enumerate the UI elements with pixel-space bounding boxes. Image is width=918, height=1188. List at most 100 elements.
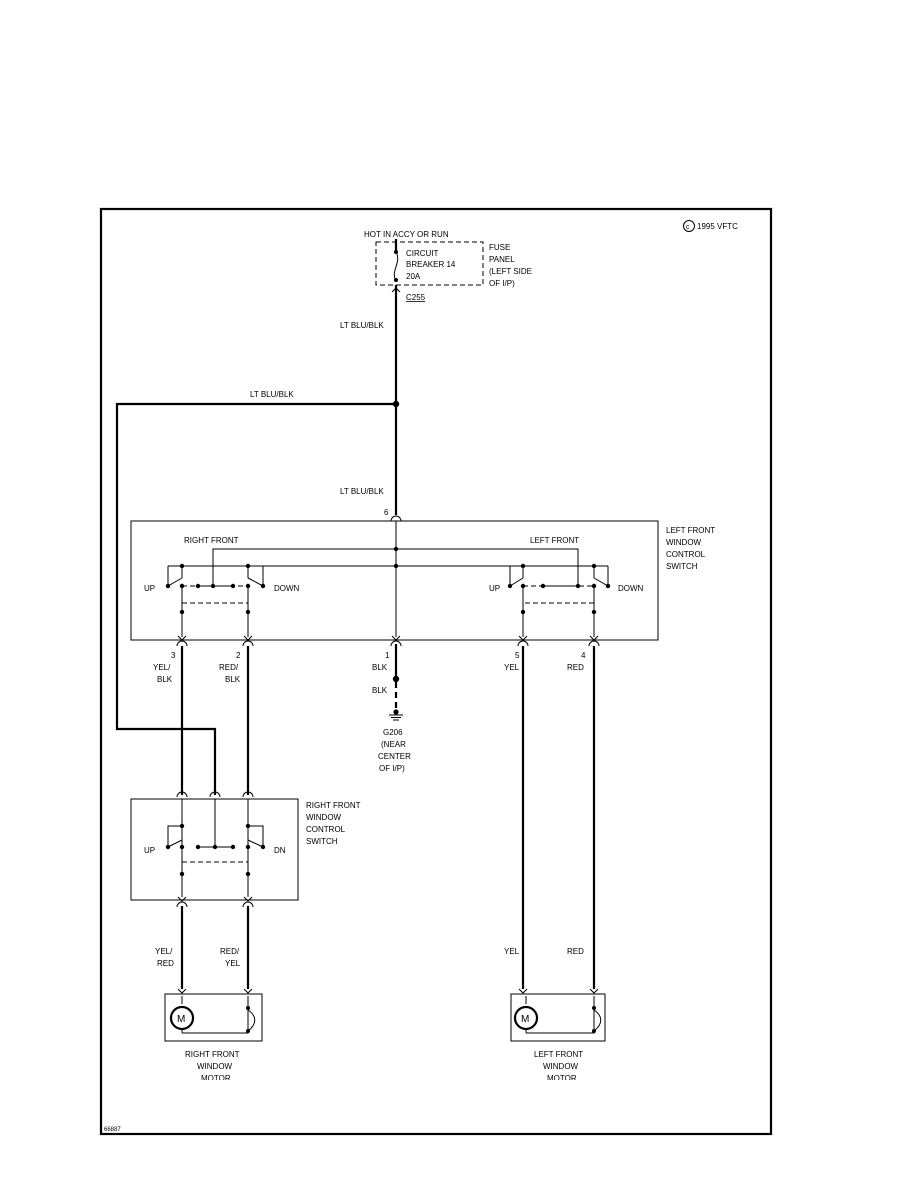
rf-switch-down-label: DN bbox=[274, 846, 286, 855]
connector-arcs bbox=[176, 635, 600, 994]
switch-contact-dot bbox=[245, 563, 251, 569]
ground-splice-dot bbox=[392, 675, 400, 683]
connector-bottom-icon bbox=[243, 896, 253, 902]
rf-switch-contacts bbox=[165, 823, 266, 877]
switch-contact-dot bbox=[230, 583, 236, 589]
switch-contact-dot bbox=[591, 609, 597, 615]
switch-contact-dot bbox=[212, 844, 218, 850]
connector-bottom-icon bbox=[518, 988, 528, 994]
copyright-symbol-icon: c bbox=[686, 224, 690, 231]
lf-motor-wire2-color: RED bbox=[567, 947, 584, 956]
pin-1-color: BLK bbox=[372, 663, 388, 672]
switch-contact-dot bbox=[605, 583, 611, 589]
lf-switch-title-4: SWITCH bbox=[666, 562, 698, 571]
rf-motor-label-2: WINDOW bbox=[197, 1062, 233, 1071]
copyright-mark: c 1995 VFTC bbox=[683, 220, 738, 232]
lf-motor-wire1-color: YEL bbox=[504, 947, 520, 956]
rf-switch-title-3: CONTROL bbox=[306, 825, 346, 834]
rf-switch-title-4: SWITCH bbox=[306, 837, 338, 846]
connector-arc-icon bbox=[242, 640, 254, 647]
rf-motor-wire2-color-2: YEL bbox=[225, 959, 241, 968]
lf-switch-box bbox=[130, 520, 659, 641]
breaker-name-2: BREAKER 14 bbox=[406, 260, 456, 269]
pin-3-color-2: BLK bbox=[157, 675, 173, 684]
lf-switch-rf-up-label: UP bbox=[144, 584, 155, 593]
connector-arc-icon bbox=[242, 791, 254, 798]
lf-window-motor: M bbox=[510, 993, 606, 1042]
pin-2-color-1: RED/ bbox=[219, 663, 239, 672]
switch-contact-dot bbox=[245, 871, 251, 877]
connector-arc-icon bbox=[176, 791, 188, 798]
switch-contact-dot bbox=[520, 583, 526, 589]
switch-contact-dot bbox=[540, 583, 546, 589]
pin-1-label: 1 bbox=[385, 651, 390, 660]
switch-contact-dot bbox=[507, 583, 513, 589]
pin-6-label: 6 bbox=[384, 508, 389, 517]
ground-id: G206 bbox=[383, 728, 403, 737]
switch-contact-dot bbox=[260, 583, 266, 589]
feed-wire-label-2: LT BLU/BLK bbox=[340, 487, 384, 496]
feed-wire-label-1: LT BLU/BLK bbox=[340, 321, 384, 330]
pin-6-connector-icon bbox=[390, 515, 402, 522]
lf-motor-label-3: MOTOR bbox=[547, 1074, 577, 1083]
pin-2-color-2: BLK bbox=[225, 675, 241, 684]
lf-motor-label-1: LEFT FRONT bbox=[534, 1050, 583, 1059]
lf-switch-rf-down-label: DOWN bbox=[274, 584, 300, 593]
diagram-frame bbox=[99, 207, 773, 1136]
switch-contact-dot bbox=[591, 583, 597, 589]
pin-4-label: 4 bbox=[581, 651, 586, 660]
fuse-panel-label-1: FUSE bbox=[489, 243, 510, 252]
fuse-panel-label-3: (LEFT SIDE bbox=[489, 267, 532, 276]
lf-switch-title-3: CONTROL bbox=[666, 550, 706, 559]
rf-motor-wire1-color-2: RED bbox=[157, 959, 174, 968]
connector-arc-icon bbox=[176, 901, 188, 908]
switch-contact-dot bbox=[520, 563, 526, 569]
connector-bottom-icon bbox=[243, 988, 253, 994]
connector-bottom-icon bbox=[589, 988, 599, 994]
switch-contact-dot bbox=[179, 563, 185, 569]
rf-motor-wire2-color-1: RED/ bbox=[220, 947, 240, 956]
ground-icon bbox=[389, 709, 403, 721]
switch-contact-dot bbox=[179, 609, 185, 615]
circuit-breaker-icon bbox=[393, 239, 399, 282]
branch-wire bbox=[115, 402, 396, 795]
connector-arc-icon bbox=[390, 640, 402, 647]
rf-motor-wire1-color-1: YEL/ bbox=[155, 947, 173, 956]
hot-label: HOT IN ACCY OR RUN bbox=[364, 230, 449, 239]
label-mask bbox=[150, 1080, 630, 1088]
switch-contact-dot bbox=[195, 844, 201, 850]
lf-switch-title-1: LEFT FRONT bbox=[666, 526, 715, 535]
connector-bottom-icon bbox=[589, 635, 599, 641]
switch-contact-dot bbox=[179, 823, 185, 829]
switch-contact-dot bbox=[245, 823, 251, 829]
connector-bottom-icon bbox=[177, 896, 187, 902]
switch-contact-dot bbox=[179, 844, 185, 850]
ground-desc-3: OF I/P) bbox=[379, 764, 405, 773]
switch-contact-dot bbox=[165, 844, 171, 850]
switch-contact-dot bbox=[179, 871, 185, 877]
breaker-name-1: CIRCUIT bbox=[406, 249, 439, 258]
connector-bottom-icon bbox=[177, 635, 187, 641]
section-left-front: LEFT FRONT bbox=[530, 536, 579, 545]
pin-5-color: YEL bbox=[504, 663, 520, 672]
connector-bottom-icon bbox=[518, 635, 528, 641]
ground-wire-color: BLK bbox=[372, 686, 388, 695]
switch-contact-dot bbox=[591, 563, 597, 569]
pin-3-color-1: YEL/ bbox=[153, 663, 171, 672]
fuse-panel-label-2: PANEL bbox=[489, 255, 515, 264]
connector-arc-icon bbox=[176, 640, 188, 647]
lf-switch-lf-up-label: UP bbox=[489, 584, 500, 593]
switch-contact-dot bbox=[245, 583, 251, 589]
branch-wire-label: LT BLU/BLK bbox=[250, 390, 294, 399]
connector-arc-icon bbox=[588, 640, 600, 647]
connector-c255-label: C255 bbox=[406, 293, 426, 302]
switch-contact-dot bbox=[230, 844, 236, 850]
switch-contact-dot bbox=[195, 583, 201, 589]
switch-contact-dot bbox=[179, 583, 185, 589]
switch-contact-dot bbox=[245, 609, 251, 615]
switch-contact-dot bbox=[575, 583, 581, 589]
fuse-panel-label-4: OF I/P) bbox=[489, 279, 515, 288]
switch-contact-dot bbox=[260, 844, 266, 850]
pin-2-label: 2 bbox=[236, 651, 241, 660]
